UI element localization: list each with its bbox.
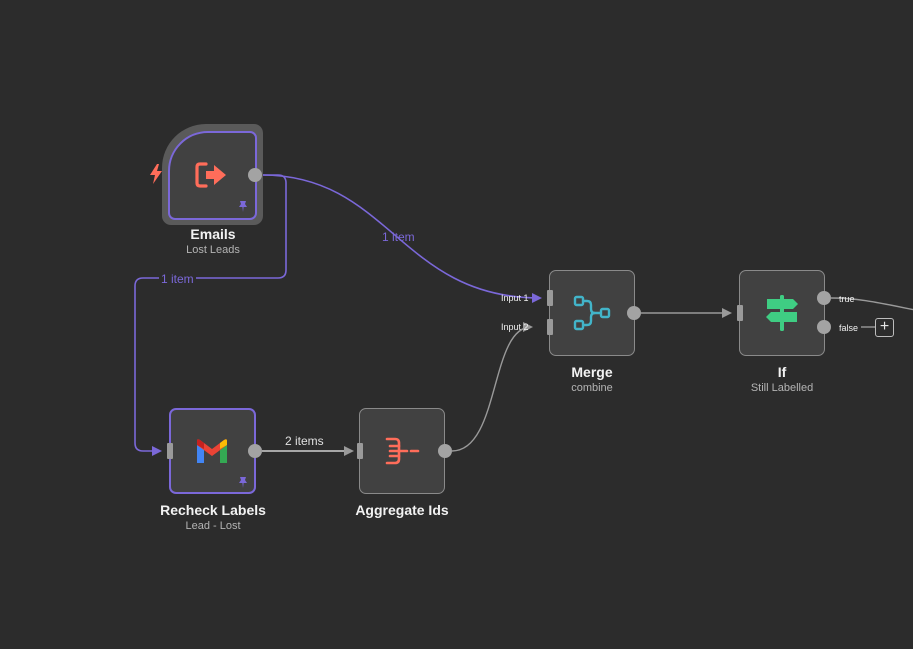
- merge-branch-icon: [573, 295, 611, 331]
- emails-output-handle[interactable]: [248, 168, 262, 182]
- aggregate-ids-node-title: Aggregate Ids: [355, 502, 449, 518]
- add-node-button[interactable]: +: [875, 318, 894, 337]
- signpost-icon: [766, 295, 798, 331]
- emails-node-title: Emails: [190, 226, 236, 242]
- if-node-subtitle: Still Labelled: [750, 382, 814, 394]
- merge-output-handle[interactable]: [627, 306, 641, 320]
- connection-if-true[interactable]: [830, 297, 913, 311]
- merge-node-subtitle: combine: [571, 382, 613, 394]
- merge-input-1-label: Input 1: [501, 293, 529, 303]
- if-false-output-handle[interactable]: [817, 320, 831, 334]
- merge-input-2-label: Input 2: [501, 322, 529, 332]
- if-true-output-handle[interactable]: [817, 291, 831, 305]
- lightning-bolt-icon: [150, 164, 162, 184]
- recheck-labels-output-handle[interactable]: [248, 444, 262, 458]
- recheck-labels-node-subtitle: Lead - Lost: [185, 520, 241, 532]
- connection-label-emails-merge: 1 item: [382, 230, 415, 244]
- merge-input-1-handle[interactable]: [547, 290, 553, 306]
- aggregate-ids-output-handle[interactable]: [438, 444, 452, 458]
- if-node-title: If: [777, 364, 787, 380]
- recheck-labels-node-title: Recheck Labels: [160, 502, 266, 518]
- connection-label-emails-recheck: 1 item: [159, 272, 196, 286]
- if-true-label: true: [839, 294, 855, 304]
- aggregate-icon: [385, 437, 420, 465]
- if-input-handle[interactable]: [737, 305, 743, 321]
- emails-node-subtitle: Lost Leads: [186, 244, 240, 256]
- pin-icon: [239, 477, 247, 488]
- merge-node-title: Merge: [571, 364, 613, 380]
- sign-out-arrow-icon: [195, 162, 226, 188]
- connection-aggregate-merge[interactable]: [451, 322, 533, 452]
- merge-input-2-handle[interactable]: [547, 319, 553, 335]
- connection-emails-recheck[interactable]: [134, 174, 287, 456]
- pin-icon: [239, 201, 247, 212]
- if-false-label: false: [839, 323, 859, 333]
- aggregate-ids-input-handle[interactable]: [357, 443, 363, 459]
- gmail-icon: [197, 439, 227, 463]
- connection-label-recheck-aggregate: 2 items: [285, 434, 324, 448]
- connection-emails-merge[interactable]: [261, 174, 542, 303]
- recheck-labels-input-handle[interactable]: [167, 443, 173, 459]
